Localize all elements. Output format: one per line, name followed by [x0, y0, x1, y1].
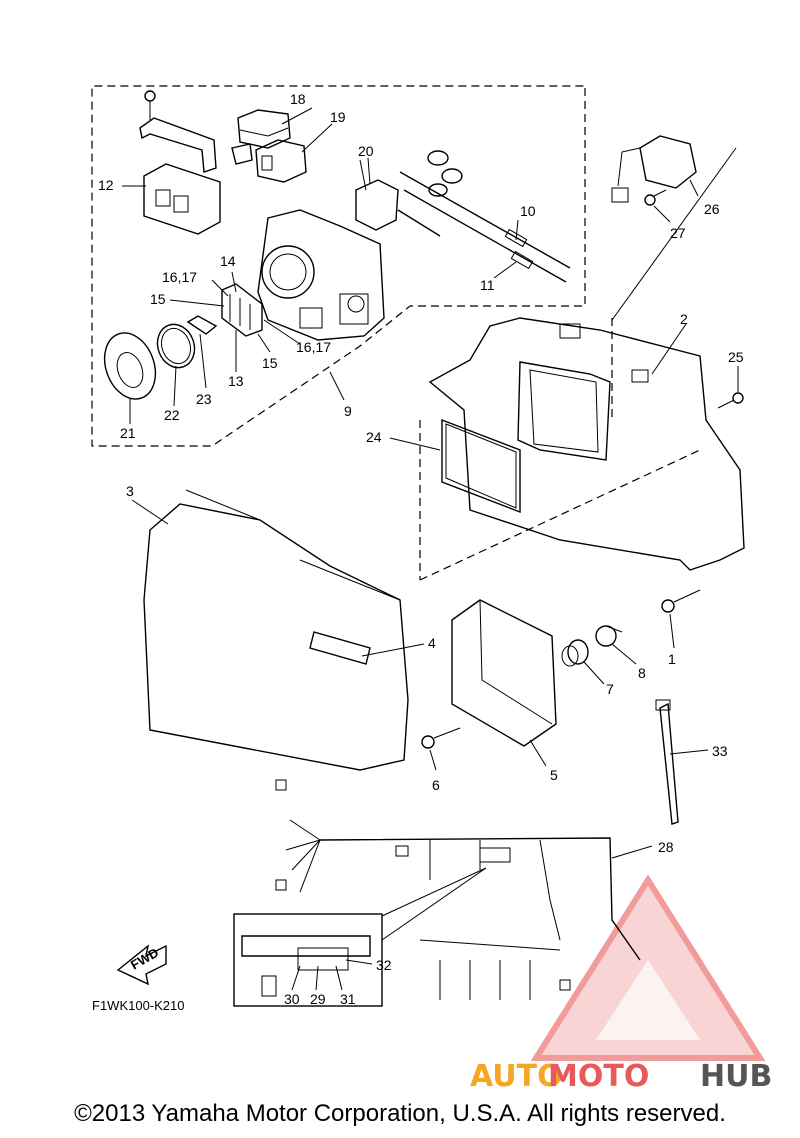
cover-3 [143, 489, 409, 771]
callout-30: 30 [284, 991, 300, 1007]
copyright-notice: ©2013 Yamaha Motor Corporation, U.S.A. A… [74, 1100, 726, 1127]
cables-10-11 [397, 171, 571, 283]
callout-1: 1 [668, 651, 676, 667]
switch-12 [143, 163, 221, 235]
fwd-arrow-icon [116, 944, 167, 986]
callout-2: 2 [680, 311, 688, 327]
callout-labels: 1 2 3 4 5 6 7 8 9 10 11 12 13 14 15 15 1… [98, 91, 744, 1007]
bracket [139, 117, 217, 173]
watermark-auto: AUTO [470, 1059, 563, 1094]
callout-11: 11 [480, 277, 495, 293]
bolt-1 [661, 589, 701, 613]
callout-7: 7 [606, 681, 614, 697]
cable-tie-33 [655, 699, 679, 825]
callout-15b: 15 [262, 355, 278, 371]
callout-16-17a: 16,17 [162, 269, 197, 285]
callout-23: 23 [196, 391, 212, 407]
grommet-7 [561, 639, 589, 667]
callout-22: 22 [164, 407, 180, 423]
callout-4: 4 [428, 635, 436, 651]
sensor-26 [611, 135, 697, 203]
bolt-27 [644, 189, 667, 206]
callout-25: 25 [728, 349, 744, 365]
relay-19 [231, 139, 307, 183]
watermark-moto: MOTO [548, 1059, 649, 1094]
wire-harness-28 [275, 779, 641, 1000]
watermark-text: AUTO MOTO HUB [470, 1059, 772, 1094]
label-4 [309, 631, 371, 665]
callout-24: 24 [366, 429, 382, 445]
fuse-block-13-14 [221, 283, 263, 337]
box-2 [428, 317, 745, 571]
callout-28: 28 [658, 839, 674, 855]
callout-13: 13 [228, 373, 244, 389]
ecu-5 [451, 599, 557, 747]
callout-27: 27 [670, 225, 686, 241]
callout-26: 26 [704, 201, 720, 217]
callout-5: 5 [550, 767, 558, 783]
callout-18: 18 [290, 91, 306, 107]
collar-8 [595, 625, 623, 647]
sensor-20 [355, 159, 399, 231]
callout-10: 10 [520, 203, 536, 219]
callout-19: 19 [330, 109, 346, 125]
inset-detail [233, 867, 487, 1007]
callout-21: 21 [120, 425, 136, 441]
fuse-23 [186, 315, 218, 335]
figure-code: F1WK100-K210 [92, 998, 185, 1013]
guide-line-26 [611, 147, 737, 321]
callout-6: 6 [432, 777, 440, 793]
callout-31: 31 [340, 991, 356, 1007]
electrical-box-9 [257, 209, 385, 341]
watermark-hub: HUB [700, 1059, 772, 1094]
bolt-25 [717, 392, 744, 409]
watermark-logo-triangle [530, 874, 766, 1061]
callout-15a: 15 [150, 291, 166, 307]
plug-caps [427, 150, 463, 197]
callout-14: 14 [220, 253, 236, 269]
cap-21 [103, 332, 157, 400]
bolt-6 [421, 727, 461, 749]
gasket-24 [441, 418, 521, 514]
callout-16-17b: 16,17 [296, 339, 331, 355]
o-ring-22 [156, 323, 196, 369]
callout-9: 9 [344, 403, 352, 419]
assembly-boundary-9 [91, 85, 586, 447]
callout-12: 12 [98, 177, 114, 193]
callout-33: 33 [712, 743, 728, 759]
screw-top [144, 90, 156, 120]
callout-8: 8 [638, 665, 646, 681]
callout-20: 20 [358, 143, 374, 159]
leader-lines [122, 107, 739, 991]
guide-line-c [419, 449, 701, 581]
callout-29: 29 [310, 991, 326, 1007]
callout-3: 3 [126, 483, 134, 499]
relay-18 [237, 109, 291, 149]
callout-32: 32 [376, 957, 392, 973]
